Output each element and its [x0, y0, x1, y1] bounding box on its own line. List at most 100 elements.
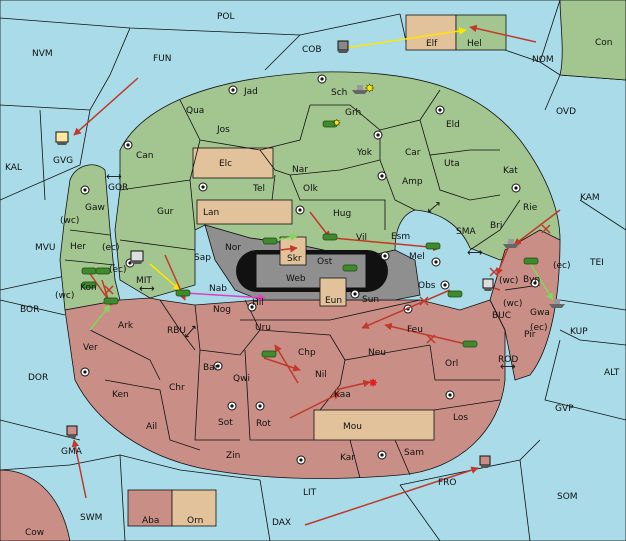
svg-text:⟷: ⟷: [106, 170, 122, 183]
label-orn: Orn: [187, 516, 203, 526]
label-buc: BUC: [492, 311, 511, 321]
label-gvg: GVG: [53, 156, 73, 166]
label-tel: Tel: [252, 184, 265, 194]
label-olk: Olk: [303, 184, 319, 194]
land-aba: [127, 489, 173, 527]
label-rod: ROD: [498, 355, 518, 365]
fleet-icon: [549, 299, 565, 308]
label-gma: GMA: [61, 447, 83, 457]
fleet-icon: [503, 239, 519, 248]
fleet-icon: [130, 250, 144, 264]
label-dax: DAX: [272, 518, 291, 528]
supply-centers: [80, 74, 540, 465]
label-wc-4: (wc): [503, 299, 522, 309]
label-jos: Jos: [216, 125, 230, 135]
fleet-icon: [337, 40, 349, 53]
label-kat: Kat: [503, 166, 518, 176]
unit-layer: ✸ ✸ ✸: [55, 40, 565, 468]
label-kup: KUP: [570, 327, 588, 337]
label-sot: Sot: [218, 418, 233, 428]
east-arm: [489, 229, 561, 381]
label-fun: FUN: [153, 54, 172, 64]
label-nom: NOM: [532, 55, 554, 65]
label-her: Her: [70, 242, 86, 252]
label-web: Web: [286, 274, 306, 284]
svg-text:✸: ✸: [333, 119, 341, 129]
label-pir: Pir: [524, 330, 536, 340]
neutral-mou: [313, 409, 435, 441]
label-bor: BOR: [20, 305, 39, 315]
label-cob: COB: [302, 45, 322, 55]
fleet-icon: [352, 85, 368, 94]
label-ver: Ver: [83, 343, 98, 353]
label-ec-2: (ec): [553, 261, 571, 271]
label-sam: Sam: [404, 448, 424, 458]
label-eld: Eld: [446, 120, 460, 130]
label-gaw: Gaw: [85, 203, 105, 213]
label-mvu: MVU: [35, 243, 56, 253]
label-kaa: Kaa: [334, 390, 351, 400]
label-mit: MIT: [136, 276, 152, 286]
label-kon: Kon: [80, 283, 97, 293]
label-hil: Hil: [252, 298, 264, 308]
label-gor: GOR: [108, 183, 128, 193]
label-cow: Cow: [25, 528, 44, 538]
label-byn: Byn: [523, 275, 540, 285]
label-kal: KAL: [5, 163, 22, 173]
label-som: SOM: [557, 492, 578, 502]
label-orl: Orl: [445, 359, 458, 369]
sea-labels: POL NVM FUN COB NOM Con OVD KAL GVG GOR …: [5, 12, 620, 538]
label-rbu: RBU: [167, 326, 186, 336]
coast-annotations: (ec) (wc) (wc) (ec): [109, 265, 548, 333]
label-swm: SWM: [80, 513, 102, 523]
label-elc: Elc: [219, 159, 232, 169]
label-los: Los: [453, 413, 468, 423]
label-nvm: NVM: [32, 49, 53, 59]
label-ark: Ark: [118, 321, 134, 331]
label-zin: Zin: [226, 451, 240, 461]
label-qwi: Qwi: [233, 374, 250, 384]
label-ovd: OVD: [556, 107, 576, 117]
svg-text:✸: ✸: [365, 82, 374, 95]
label-elf: Elf: [426, 39, 438, 49]
label-nil: Nil: [315, 370, 327, 380]
label-alt: ALT: [604, 368, 620, 378]
label-bar: Bar: [203, 363, 219, 373]
label-fro: FRO: [438, 478, 457, 488]
label-ail: Ail: [146, 422, 157, 432]
label-uru: Uru: [255, 323, 271, 333]
label-hel: Hel: [467, 39, 482, 49]
label-sch: Sch: [331, 88, 347, 98]
label-nab: Nab: [209, 284, 227, 294]
cut-markers: [104, 224, 551, 344]
label-sap: Sap: [194, 253, 211, 263]
fleet-icon: [55, 131, 69, 145]
label-ec-4: (ec): [530, 323, 548, 333]
label-amp: Amp: [402, 177, 423, 187]
label-kar: Kar: [340, 453, 355, 463]
label-kam: KAM: [580, 193, 600, 203]
label-gur: Gur: [157, 207, 174, 217]
label-neu: Neu: [368, 348, 386, 358]
label-nog: Nog: [213, 305, 231, 315]
label-esm: Esm: [391, 232, 410, 242]
south-labels: Ark Nog Uru Feu Pir Ver Bar Chp Neu Orl …: [83, 39, 536, 526]
label-tei: TEI: [589, 258, 604, 268]
label-eun: Eun: [325, 296, 342, 306]
label-jad: Jad: [243, 87, 258, 97]
neutral-eun: [319, 277, 347, 307]
svg-text:⟷: ⟷: [467, 246, 483, 259]
label-uta: Uta: [444, 159, 460, 169]
fleet-icon: [66, 425, 78, 438]
label-sma: SMA: [456, 227, 476, 237]
label-hug: Hug: [333, 209, 351, 219]
label-mou: Mou: [343, 422, 362, 432]
label-gwa: Gwa: [530, 308, 550, 318]
label-obs: Obs: [418, 281, 436, 291]
label-bri: Bri: [490, 221, 502, 231]
neutral-elc: [192, 147, 274, 179]
svg-text:⟷: ⟷: [500, 360, 516, 373]
label-lan: Lan: [203, 208, 219, 218]
